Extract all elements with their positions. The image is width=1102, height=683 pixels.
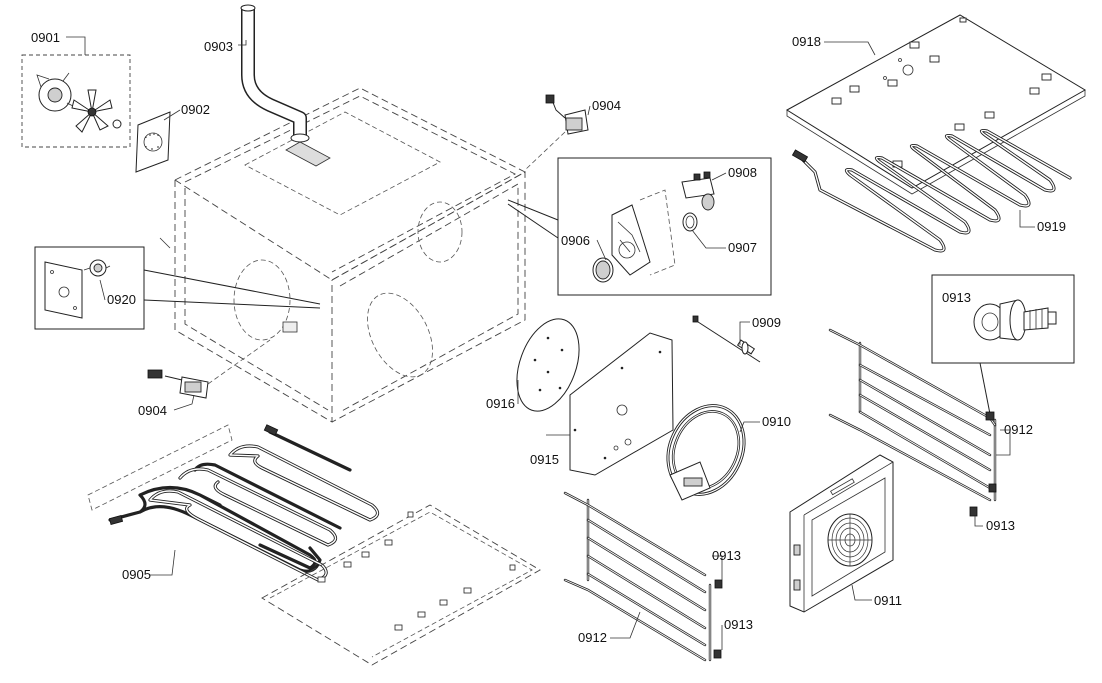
fan-cover	[789, 454, 894, 613]
label-0913-inset: 0913	[942, 290, 971, 305]
rack-stud-right	[969, 506, 978, 517]
label-0911: 0911	[874, 593, 902, 608]
side-rack-left	[563, 491, 712, 662]
label-0902: 0902	[181, 102, 210, 117]
temperature-sensor-inset	[34, 246, 145, 330]
fan-motor-assembly	[21, 54, 131, 148]
bottom-heating-element	[87, 424, 380, 582]
label-0908: 0908	[728, 165, 757, 180]
rear-cover-panel	[569, 332, 674, 476]
label-0901: 0901	[31, 30, 60, 45]
label-0916: 0916	[486, 396, 515, 411]
rack-stud-left-upper	[714, 579, 723, 589]
oven-cavity	[159, 87, 526, 423]
label-0909: 0909	[752, 315, 781, 330]
label-0913-left-upper: 0913	[712, 548, 741, 563]
label-0913-right: 0913	[986, 518, 1015, 533]
label-0904-bottom: 0904	[138, 403, 167, 418]
label-0920: 0920	[107, 292, 136, 307]
label-0906: 0906	[561, 233, 590, 248]
label-0910: 0910	[762, 414, 791, 429]
label-0912-right: 0912	[1004, 422, 1033, 437]
motor-mount-plate	[135, 111, 171, 173]
label-0903: 0903	[204, 39, 233, 54]
oven-lamp-top	[545, 94, 589, 135]
label-0904-top: 0904	[592, 98, 621, 113]
door-lock-inset	[557, 157, 772, 296]
label-0907: 0907	[728, 240, 757, 255]
rack-stud-inset	[931, 274, 1075, 364]
label-0905: 0905	[122, 567, 151, 582]
temperature-probe	[692, 315, 761, 363]
label-0918: 0918	[792, 34, 821, 49]
leader-lines	[66, 36, 1035, 650]
part-labels: 0901 0902 0903 0904 0904 0905 0906 0907 …	[31, 30, 1066, 645]
bottom-plate	[261, 504, 541, 666]
side-rack-right	[828, 328, 997, 502]
label-0915: 0915	[530, 452, 559, 467]
label-0919: 0919	[1037, 219, 1066, 234]
rack-stud-left-lower	[713, 649, 722, 659]
round-baffle	[516, 318, 580, 412]
circular-heating-element	[666, 404, 746, 501]
top-cover-panel	[786, 14, 1086, 195]
oven-lamp-bottom	[147, 369, 209, 399]
label-0913-left-lower: 0913	[724, 617, 753, 632]
label-0912-left: 0912	[578, 630, 607, 645]
top-heating-element	[791, 128, 1072, 253]
exhaust-pipe	[240, 4, 310, 143]
